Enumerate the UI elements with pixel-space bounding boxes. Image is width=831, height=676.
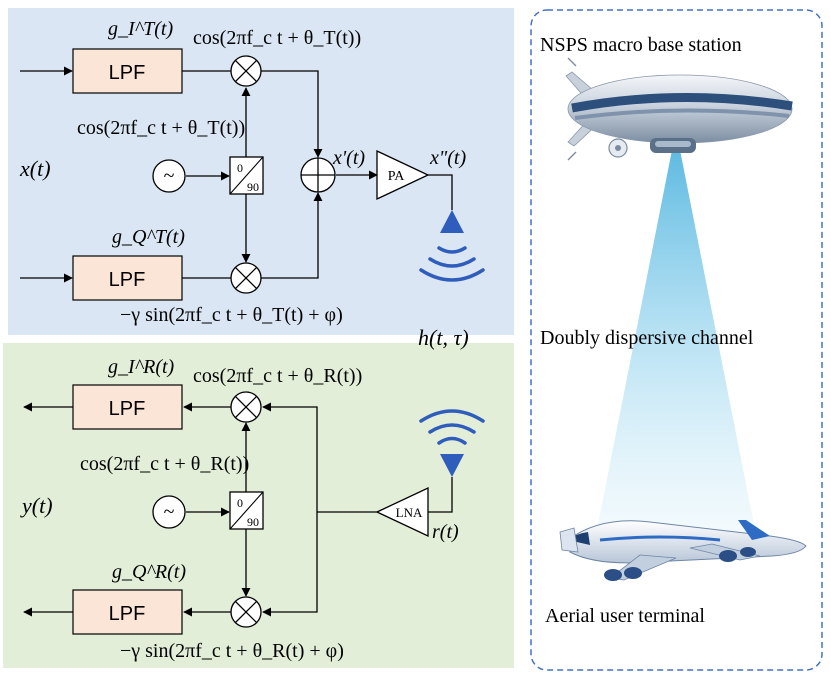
tx-carrier-bottom: −γ sin(2πf_c t + θ_T(t) + φ) [120,304,343,326]
rx-lpf-i-label: LPF [109,398,146,420]
tx-radio-waves-icon [419,246,485,282]
rx-carrier-bottom: −γ sin(2πf_c t + θ_R(t) + φ) [120,640,344,662]
tx-pa-output: x"(t) [429,147,466,169]
tx-phase-shifter [229,156,264,195]
rx-oscillator-symbol: ~ [164,501,175,523]
rx-wiring [23,402,453,617]
tx-lpf-i [72,48,183,94]
rx-antenna-icon [440,454,464,477]
tx-lpf-q-label: LPF [109,269,146,291]
tx-lpf-i-label: LPF [109,62,146,84]
rx-received-signal: r(t) [432,521,459,543]
tx-wiring [20,66,453,283]
rx-phase-bottom: 90 [247,515,259,529]
rx-filter-q-label: g_Q^R(t) [112,561,186,583]
rx-filter-i-label: g_I^R(t) [108,356,175,378]
user-terminal-label: Aerial user terminal [545,605,705,627]
airship-icon [565,57,793,161]
channel-description-label: Doubly dispersive channel [540,327,754,349]
tx-carrier-mid: cos(2πf_c t + θ_T(t)) [77,117,245,139]
tx-sum-output: x'(t) [332,147,365,169]
pa-label: PA [388,169,406,184]
rx-output-signal: y(t) [20,493,53,518]
tx-filter-q-label: g_Q^T(t) [112,226,185,248]
rx-carrier-mid: cos(2πf_c t + θ_R(t)) [80,453,249,475]
tx-oscillator-symbol: ~ [164,165,175,187]
signal-beam [592,150,760,555]
airplane-icon [559,520,807,581]
tx-oscillator [152,159,186,193]
rx-mixer-i [230,391,262,423]
scenario-panel [530,9,823,671]
rx-lpf-q-label: LPF [109,603,146,625]
low-noise-amplifier [375,486,429,538]
tx-phase-bottom: 90 [247,180,259,194]
tx-carrier-top: cos(2πf_c t + θ_T(t)) [193,27,361,49]
rx-lpf-q [72,589,183,635]
tx-input-signal: x(t) [19,156,51,181]
tx-filter-i-label: g_I^T(t) [108,18,173,40]
power-amplifier [376,149,430,201]
lna-label: LNA [396,505,423,520]
tx-phase-top: 0 [237,161,243,175]
tx-mixer-q [230,262,262,294]
tx-antenna-icon [440,210,464,233]
tx-adder [300,157,336,193]
rx-phase-shifter [229,491,264,530]
rx-lpf-i [72,384,183,430]
rx-oscillator [152,495,186,529]
base-station-label: NSPS macro base station [540,34,742,56]
rx-phase-top: 0 [237,496,243,510]
tx-lpf-q [72,255,183,301]
rx-carrier-top: cos(2πf_c t + θ_R(t)) [193,365,362,387]
channel-label: h(t, τ) [418,325,469,350]
rx-radio-waves-icon [419,409,485,445]
rx-mixer-q [230,596,262,628]
tx-mixer-i [230,55,262,87]
